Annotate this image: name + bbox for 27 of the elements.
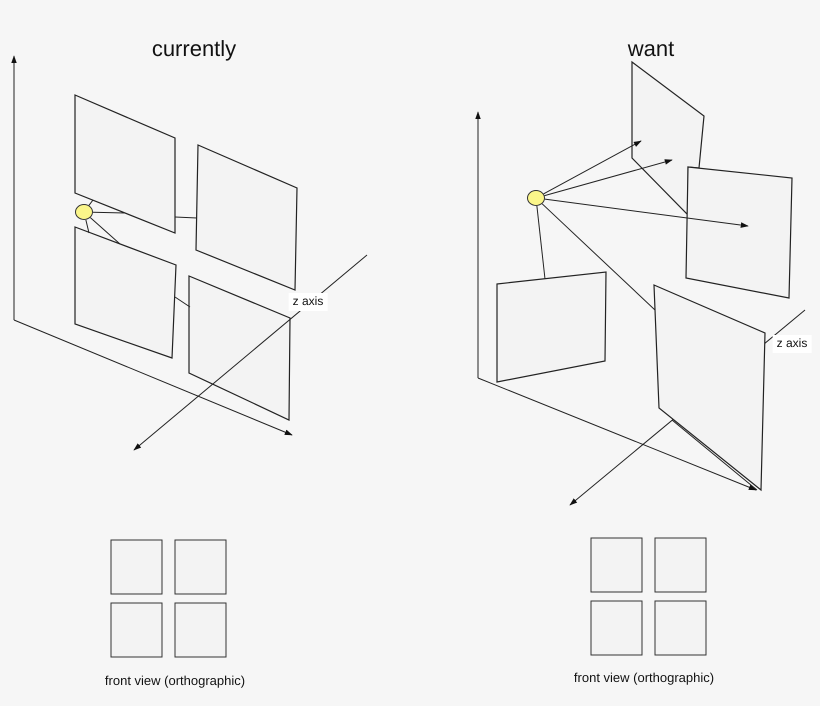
connector-line	[88, 200, 94, 206]
camera-dot	[75, 204, 93, 220]
caption: front view (orthographic)	[104, 674, 246, 689]
image-plane-panel	[75, 227, 176, 358]
image-plane-panel	[686, 167, 792, 298]
heading: currently	[152, 36, 236, 62]
connector-line	[90, 217, 120, 244]
caption: front view (orthographic)	[574, 671, 714, 686]
connector-line	[174, 296, 190, 308]
connector-line	[542, 203, 656, 310]
arrow	[544, 198, 749, 228]
connector-line	[536, 205, 546, 280]
arrow	[543, 140, 642, 194]
image-plane-panel	[75, 95, 175, 233]
image-plane-panel	[654, 285, 765, 490]
image-plane-panel	[497, 272, 606, 382]
connector-line	[174, 216, 198, 218]
axis-label: z axis	[772, 335, 812, 353]
image-plane-panel	[189, 276, 290, 420]
connector-line	[92, 212, 126, 214]
arrow	[544, 159, 673, 196]
connector-line	[85, 219, 90, 234]
heading: want	[628, 36, 674, 62]
image-plane-panel	[632, 62, 704, 215]
camera-dot	[527, 190, 545, 206]
axis-label: z axis	[288, 293, 328, 311]
image-plane-panel	[196, 145, 297, 290]
